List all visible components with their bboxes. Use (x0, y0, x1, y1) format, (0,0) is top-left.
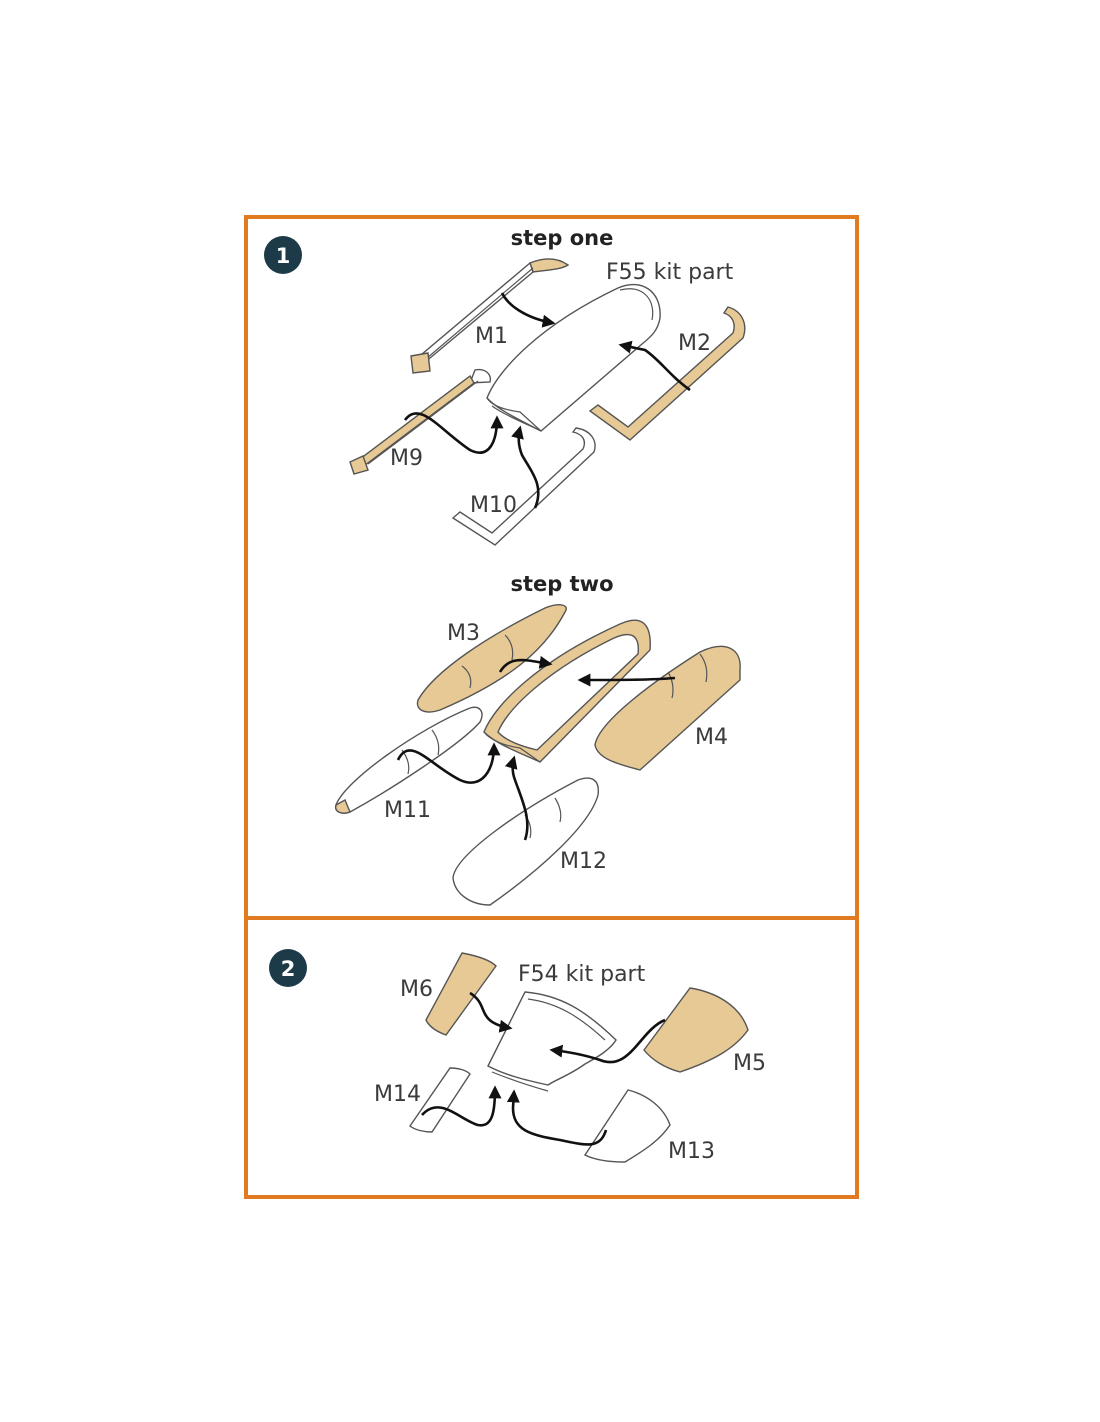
m3-mask (416, 604, 567, 713)
arrow-m14 (421, 1085, 502, 1127)
f55-canopy-part (486, 283, 661, 432)
m12-mask (452, 777, 599, 906)
arrow-m13 (506, 1089, 608, 1146)
m5-mask (643, 987, 749, 1073)
arrow-m1 (500, 292, 556, 328)
m6-mask (425, 952, 497, 1036)
step-1-badge: 1 (264, 236, 302, 274)
f55-canopy-masked-part (483, 619, 651, 763)
arrow-m2 (618, 340, 691, 392)
step-two-heading: step two (511, 572, 614, 596)
arrow-m11 (396, 742, 501, 784)
panel-step-2 (244, 916, 859, 1199)
m1-mask (410, 258, 570, 374)
arrow-m3 (498, 655, 553, 673)
arrow-m6 (469, 991, 513, 1033)
m1-label: M1 (475, 324, 508, 349)
step-1-number: 1 (276, 244, 291, 268)
step-2-number: 2 (281, 957, 296, 981)
f54-kit-part-label: F54 kit part (518, 962, 646, 987)
m9-label: M9 (390, 446, 423, 471)
step-one-heading: step one (511, 226, 614, 250)
step-2-badge: 2 (269, 949, 307, 987)
m10-mask (451, 427, 596, 546)
arrow-m10 (511, 425, 540, 509)
arrow-m5 (549, 1018, 666, 1064)
m12-label: M12 (560, 849, 607, 874)
m4-label: M4 (695, 725, 728, 750)
m5-label: M5 (733, 1051, 766, 1076)
f55-kit-part-label: F55 kit part (606, 260, 734, 285)
m2-label: M2 (678, 331, 711, 356)
m13-label: M13 (668, 1139, 715, 1164)
m14-mask (409, 1067, 471, 1133)
m6-label: M6 (400, 977, 433, 1002)
m4-mask (594, 645, 741, 771)
f54-canopy-part (487, 991, 617, 1092)
arrow-m12 (504, 755, 529, 841)
m13-mask (583, 1089, 671, 1163)
m3-label: M3 (447, 621, 480, 646)
m9-mask (349, 368, 492, 475)
m14-label: M14 (374, 1082, 421, 1107)
m11-label: M11 (384, 798, 431, 823)
arrow-m4 (577, 673, 676, 687)
arrow-m9 (403, 412, 504, 454)
m2-mask (588, 306, 746, 441)
m10-label: M10 (470, 493, 517, 518)
